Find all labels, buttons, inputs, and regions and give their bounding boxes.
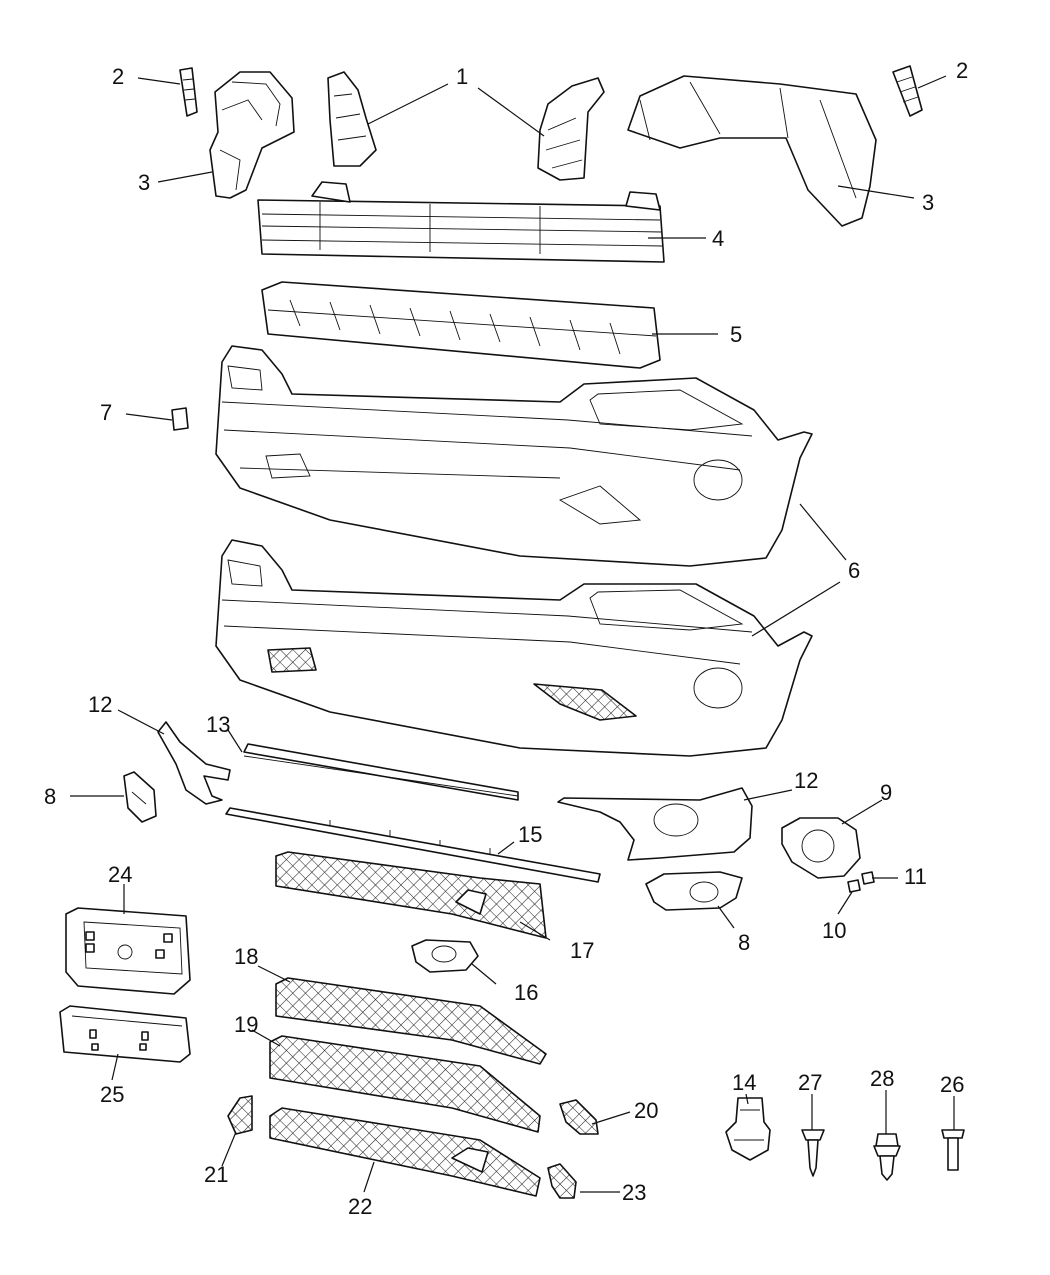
callout-26: 26 (940, 1072, 964, 1097)
part-11-clip (861, 871, 875, 885)
part-26-pin (941, 1129, 965, 1171)
callout-5: 5 (730, 322, 742, 347)
callout-3-left: 3 (138, 170, 150, 195)
part-21-corner (227, 1095, 253, 1135)
part-1-right (537, 77, 605, 181)
part-6-fascia-upper (215, 345, 813, 567)
callout-13: 13 (206, 712, 230, 737)
part-8-left (123, 771, 157, 823)
callout-9: 9 (880, 780, 892, 805)
callout-3-right: 3 (922, 190, 934, 215)
callout-1: 1 (456, 64, 468, 89)
part-15-strip (225, 807, 601, 883)
part-23-corner (547, 1163, 577, 1199)
callout-21: 21 (204, 1162, 228, 1187)
callout-17: 17 (570, 938, 594, 963)
callout-15: 15 (518, 822, 542, 847)
callout-12-left: 12 (88, 692, 112, 717)
part-12-right (557, 787, 753, 861)
callout-12-right: 12 (794, 768, 818, 793)
part-2-left (179, 67, 198, 117)
part-14-fastener (725, 1097, 771, 1161)
callout-24: 24 (108, 862, 132, 887)
leader-lines (70, 75, 955, 1193)
part-24-plate-bracket (65, 907, 191, 995)
part-1-left (327, 71, 377, 167)
part-20-corner (559, 1099, 599, 1135)
callout-10: 10 (822, 918, 846, 943)
callout-16: 16 (514, 980, 538, 1005)
part-6-fascia-lower (215, 539, 813, 757)
callout-28: 28 (870, 1066, 894, 1091)
callout-8-left: 8 (44, 784, 56, 809)
part-27-screw (801, 1129, 825, 1177)
part-5-absorber (261, 281, 661, 369)
callout-19: 19 (234, 1012, 258, 1037)
callout-8-right: 8 (738, 930, 750, 955)
part-19-grille (269, 1035, 541, 1133)
callout-20: 20 (634, 1098, 658, 1123)
part-17-grille (275, 851, 547, 939)
callout-labels: 2 2 1 3 3 4 5 7 6 12 13 8 12 9 15 11 24 … (44, 58, 968, 1219)
part-4-reinforcement (257, 181, 665, 263)
part-2-right (892, 65, 923, 117)
callout-7: 7 (100, 400, 112, 425)
part-22-grille (269, 1107, 541, 1197)
part-13-strip (243, 743, 519, 801)
part-7-tow-cover (171, 407, 189, 431)
callout-2-right: 2 (956, 58, 968, 83)
part-10-nut (847, 879, 861, 893)
callout-6: 6 (848, 558, 860, 583)
part-9-bracket (781, 817, 861, 879)
callout-11: 11 (904, 864, 927, 889)
callout-14: 14 (732, 1070, 756, 1095)
part-16-trim (411, 939, 479, 973)
part-8-right (645, 871, 743, 911)
part-3-right (627, 75, 877, 227)
callout-23: 23 (622, 1180, 646, 1205)
part-3-left (209, 71, 295, 199)
part-28-bolt (873, 1133, 901, 1181)
callout-18: 18 (234, 944, 258, 969)
callout-25: 25 (100, 1082, 124, 1107)
callout-2-left: 2 (112, 64, 124, 89)
part-25-plate-bracket (59, 1005, 191, 1063)
callout-4: 4 (712, 226, 724, 251)
part-12-left (157, 721, 231, 805)
callout-22: 22 (348, 1194, 372, 1219)
part-18-grille (275, 977, 547, 1065)
callout-27: 27 (798, 1070, 822, 1095)
